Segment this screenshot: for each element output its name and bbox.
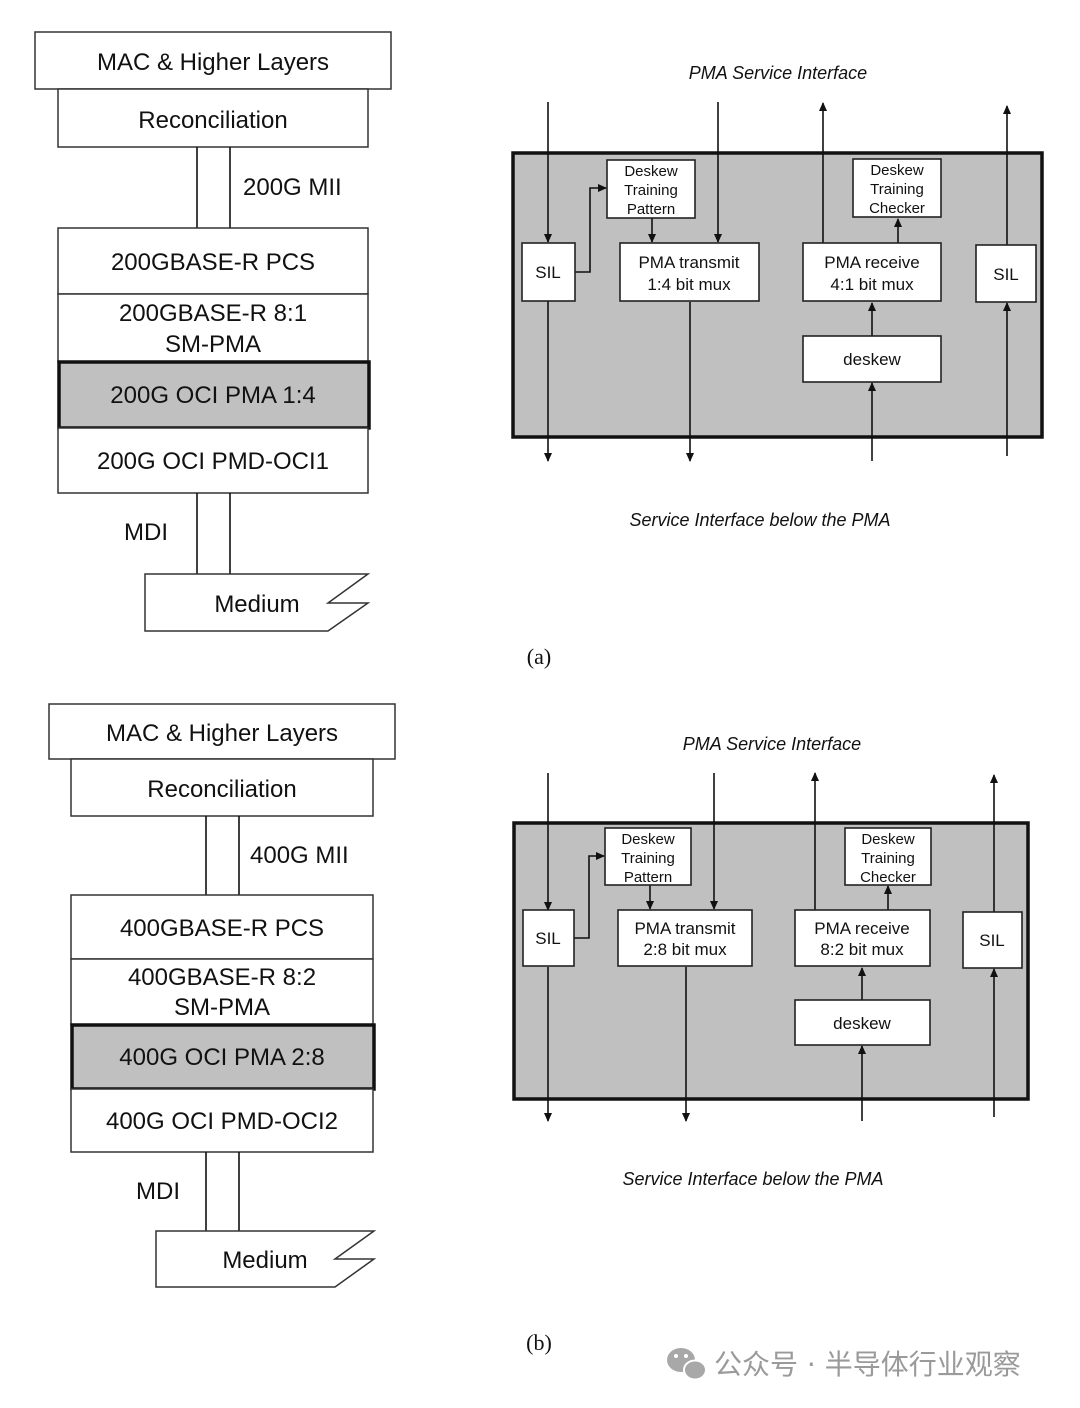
medium-shape	[155, 1230, 377, 1288]
oci-pma-box	[70, 1023, 376, 1091]
reconciliation-label: Reconciliation	[138, 107, 287, 134]
mac-layer-label: MAC & Higher Layers	[97, 49, 329, 76]
pmd-box	[57, 427, 369, 494]
deskew-checker-box	[844, 827, 932, 886]
pma-receive-line2: 4:1 bit mux	[830, 275, 914, 294]
deskew-box	[794, 999, 931, 1046]
sil-right-box	[975, 244, 1037, 303]
medium-label: Medium	[214, 591, 299, 618]
pmd-box	[70, 1088, 374, 1153]
sil-left-label: SIL	[535, 263, 561, 282]
oci-pma-box	[57, 360, 371, 430]
mac-layer-box	[48, 703, 396, 760]
pma-receive-box	[794, 909, 931, 967]
mdi-label: MDI	[136, 1178, 180, 1205]
medium-label: Medium	[222, 1247, 307, 1274]
pma-receive-line1: PMA receive	[824, 253, 919, 272]
deskew-checker-line3: Checker	[869, 200, 925, 217]
pma-diagram-b: PMA Service Interface SIL Deskew Trainin…	[512, 734, 1030, 1189]
layer-stack-b: MAC & Higher Layers Reconciliation 400G …	[48, 703, 396, 1288]
deskew-pattern-line1: Deskew	[624, 163, 678, 180]
sm-pma-box	[70, 958, 374, 1026]
pma-transmit-line1: PMA transmit	[634, 919, 735, 938]
caption-a: (a)	[527, 644, 551, 669]
sil-right-box	[962, 911, 1023, 969]
service-interface-below-label: Service Interface below the PMA	[622, 1169, 883, 1189]
deskew-checker-line3: Checker	[860, 869, 916, 886]
deskew-box	[802, 335, 942, 383]
pmd-label: 400G OCI PMD-OCI2	[106, 1108, 338, 1135]
service-interface-below-label: Service Interface below the PMA	[629, 510, 890, 530]
watermark: 公众号 · 半导体行业观察	[667, 1348, 1021, 1381]
deskew-pattern-box	[606, 159, 696, 219]
pma-transmit-box	[617, 909, 753, 967]
deskew-label: deskew	[843, 350, 901, 369]
pma-service-interface-label: PMA Service Interface	[689, 63, 867, 83]
sm-pma-label-line1: 200GBASE-R 8:1	[119, 300, 307, 327]
deskew-checker-line1: Deskew	[861, 831, 915, 848]
sil-left-box	[522, 909, 575, 967]
pcs-label: 200GBASE-R PCS	[111, 249, 315, 276]
pma-transmit-line2: 1:4 bit mux	[647, 275, 731, 294]
pma-receive-line2: 8:2 bit mux	[820, 940, 904, 959]
deskew-checker-box	[852, 158, 942, 218]
sil-left-label: SIL	[535, 929, 561, 948]
deskew-pattern-line3: Pattern	[624, 869, 672, 886]
watermark-text: 公众号 · 半导体行业观察	[714, 1348, 1021, 1381]
deskew-pattern-box	[604, 827, 692, 886]
pma-block	[511, 151, 1044, 439]
sm-pma-box	[57, 293, 369, 363]
arrow-sil-to-pattern	[574, 852, 605, 939]
deskew-checker-line1: Deskew	[870, 162, 924, 179]
sm-pma-label-line2: SM-PMA	[174, 994, 270, 1021]
caption-b: (b)	[526, 1330, 552, 1355]
pma-transmit-line1: PMA transmit	[638, 253, 739, 272]
deskew-pattern-line2: Training	[621, 850, 675, 867]
deskew-label: deskew	[833, 1014, 891, 1033]
sil-left-box	[521, 242, 576, 302]
reconciliation-label: Reconciliation	[147, 776, 296, 803]
pma-service-interface-label: PMA Service Interface	[683, 734, 861, 754]
medium-shape	[144, 573, 371, 632]
deskew-checker-line2: Training	[870, 181, 924, 198]
figure-a: MAC & Higher Layers Reconciliation 200G …	[34, 31, 1044, 669]
deskew-checker-line2: Training	[861, 850, 915, 867]
arrow-sil-to-pattern	[575, 184, 607, 273]
pcs-box	[57, 227, 369, 295]
pcs-box	[70, 894, 374, 960]
mac-layer-box	[34, 31, 392, 90]
reconciliation-box	[70, 758, 374, 817]
mac-layer-label: MAC & Higher Layers	[106, 720, 338, 747]
pma-transmit-box	[619, 242, 760, 302]
sm-pma-label-line1: 400GBASE-R 8:2	[128, 964, 316, 991]
wechat-icon	[667, 1348, 707, 1381]
pma-receive-line1: PMA receive	[814, 919, 909, 938]
sil-right-label: SIL	[979, 931, 1005, 950]
mii-label: 400G MII	[250, 842, 349, 869]
sm-pma-label-line2: SM-PMA	[165, 331, 261, 358]
mii-label: 200G MII	[243, 174, 342, 201]
oci-pma-label: 400G OCI PMA 2:8	[119, 1044, 324, 1071]
oci-pma-label: 200G OCI PMA 1:4	[110, 382, 315, 409]
sil-right-label: SIL	[993, 265, 1019, 284]
figure-b: MAC & Higher Layers Reconciliation 400G …	[48, 703, 1030, 1355]
pmd-label: 200G OCI PMD-OCI1	[97, 448, 329, 475]
pcs-label: 400GBASE-R PCS	[120, 915, 324, 942]
reconciliation-box	[57, 88, 369, 148]
pma-transmit-line2: 2:8 bit mux	[643, 940, 727, 959]
mdi-label: MDI	[124, 519, 168, 546]
deskew-pattern-line3: Pattern	[627, 201, 675, 218]
pma-receive-box	[802, 242, 942, 302]
deskew-pattern-line2: Training	[624, 182, 678, 199]
layer-stack-a: MAC & Higher Layers Reconciliation 200G …	[34, 31, 392, 632]
deskew-pattern-line1: Deskew	[621, 831, 675, 848]
pma-block	[512, 821, 1030, 1101]
pma-diagram-a: PMA Service Interface SIL Deskew Trainin…	[511, 63, 1044, 530]
